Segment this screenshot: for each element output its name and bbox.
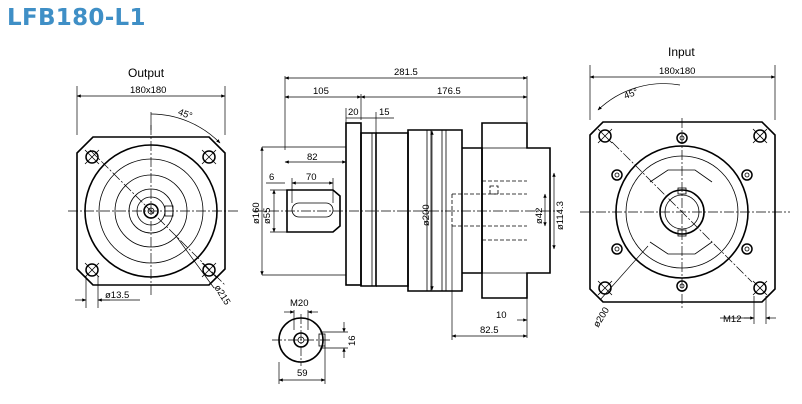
side-view: 281.5 105 176.5 20 15 82 6 70 ø160 ø55	[251, 67, 566, 340]
side-body-label: ø200	[421, 204, 432, 226]
side-825-label: 82.5	[480, 325, 499, 336]
input-heading: Input	[668, 45, 695, 59]
shaft-key	[291, 202, 334, 218]
output-flange	[76, 136, 226, 286]
key-label: 16	[347, 335, 358, 346]
output-view: Output 180x180 45°	[68, 66, 238, 308]
output-flange-side	[345, 122, 362, 286]
side-20-label: 20	[348, 107, 359, 118]
side-6-label: 6	[269, 172, 274, 183]
thread-label: M20	[290, 298, 308, 309]
output-flange-label: 180x180	[130, 85, 166, 96]
output-angle-label: 45°	[176, 107, 193, 122]
input-view: Input 180x180	[580, 45, 790, 330]
input-flange	[589, 121, 776, 303]
side-10-label: 10	[496, 310, 507, 321]
side-pilot-label: ø160	[251, 202, 262, 224]
page-title: LFB180-L1	[7, 5, 146, 31]
input-angle-label: 45°	[622, 86, 640, 102]
side-82-label: 82	[307, 152, 318, 163]
side-input-pilot-label: ø114.3	[555, 201, 566, 230]
gearbox-body	[407, 129, 463, 292]
side-15-label: 15	[379, 107, 390, 118]
input-flange-label: 180x180	[659, 66, 695, 77]
side-front-label: 105	[313, 86, 329, 97]
input-pcd-label: ø200	[591, 305, 612, 329]
height-label: 59	[297, 368, 308, 379]
side-overall-label: 281.5	[394, 67, 418, 78]
output-pcd-label: ø215	[212, 283, 233, 307]
input-mounting-holes	[611, 132, 753, 292]
input-corner-holes	[597, 128, 768, 296]
side-rear-label: 176.5	[437, 86, 461, 97]
input-flange-side	[481, 122, 551, 299]
output-bolt-holes	[84, 149, 217, 278]
side-shaft-label: ø55	[262, 208, 273, 224]
output-heading: Output	[128, 66, 165, 80]
thread-detail: M20 16 59	[272, 298, 358, 384]
input-thread-label: M12	[723, 314, 741, 325]
side-input-bore-label: ø42	[534, 208, 545, 224]
side-70-label: 70	[306, 172, 317, 183]
output-bolt-hole-label: ø13.5	[105, 290, 129, 301]
